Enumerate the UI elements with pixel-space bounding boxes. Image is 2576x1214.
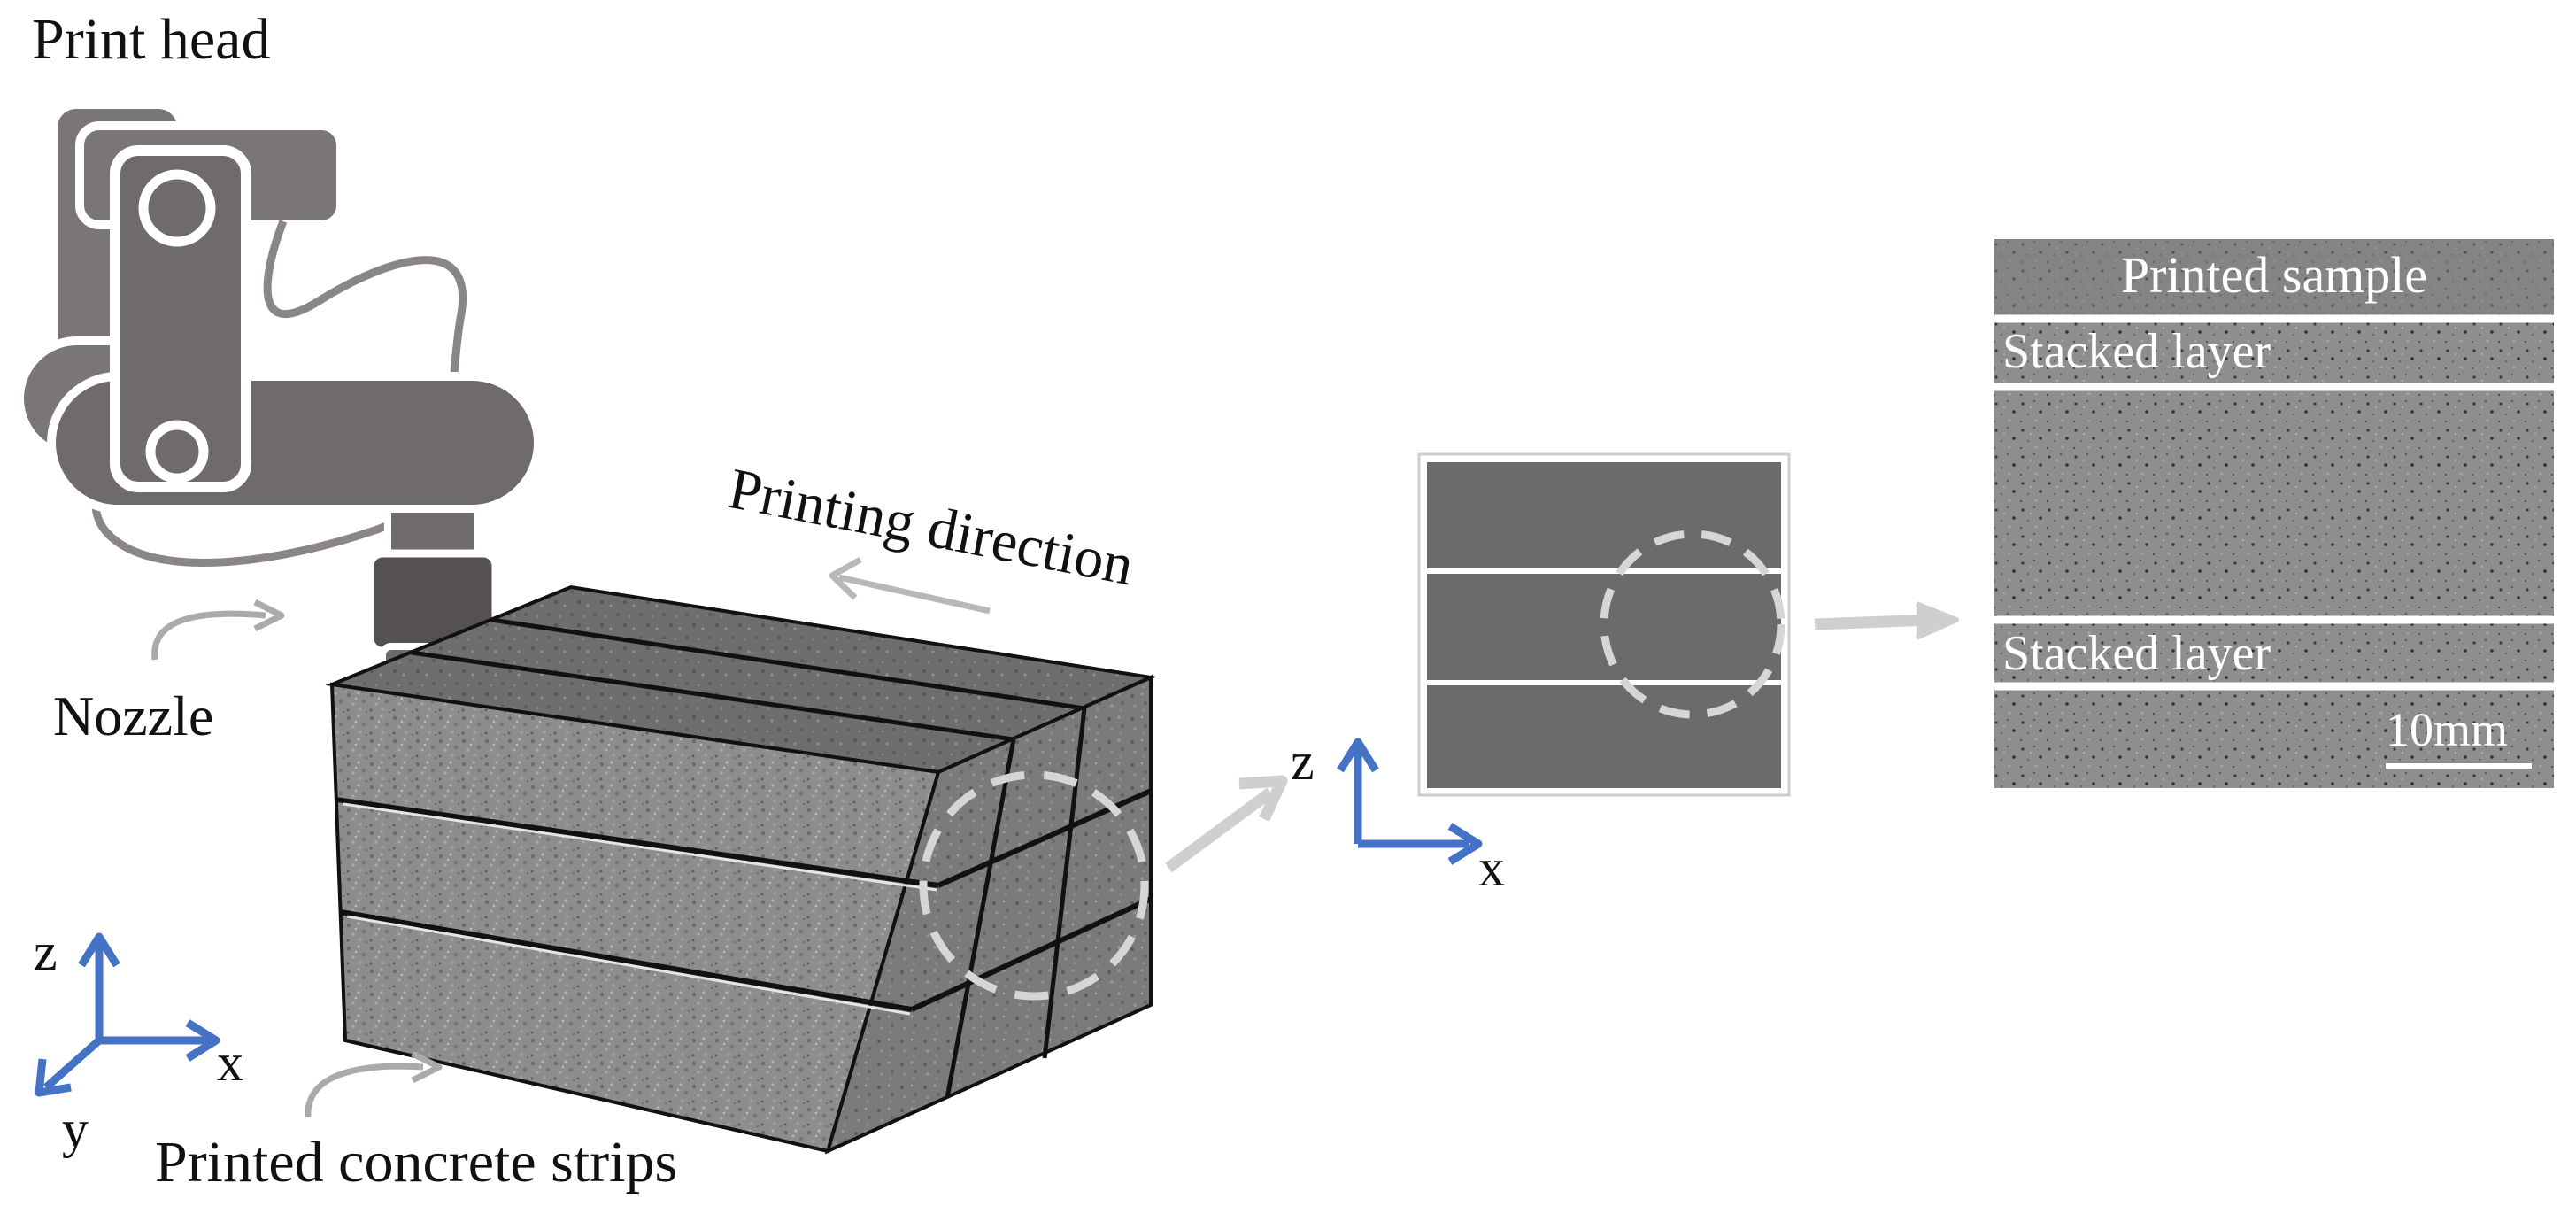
printing-direction-label: Printing direction	[723, 456, 1138, 598]
block-to-section-arrow	[1165, 775, 1288, 873]
stacked-layer-bottom-label: Stacked layer	[2002, 626, 2271, 681]
axis-2d-x-label: x	[1478, 839, 1505, 897]
axis-3d-y-label: y	[62, 1100, 89, 1158]
printed-sample-panel	[1994, 239, 2554, 788]
axis-2d-z-label: z	[1291, 732, 1315, 791]
section-to-sample-arrow	[1814, 601, 1959, 640]
block-section-highlight	[919, 770, 1149, 1001]
nozzle-pointer-arrow	[151, 599, 285, 661]
stacked-layer-top-label: Stacked layer	[2002, 324, 2271, 379]
concrete-block	[325, 584, 1158, 1155]
printed-sample-title: Printed sample	[2121, 246, 2427, 304]
printing-direction-arrow	[829, 556, 991, 615]
printed-strips-label: Printed concrete strips	[155, 1130, 677, 1195]
cross-section-schematic	[1417, 452, 1791, 797]
axis-3d-x-label: x	[217, 1033, 243, 1092]
scale-bar-label: 10mm	[2386, 703, 2508, 756]
axes-3d-icon	[35, 932, 220, 1097]
nozzle-label: Nozzle	[53, 684, 213, 747]
strips-pointer-arrow	[305, 1050, 443, 1118]
print-head-label: Print head	[32, 7, 270, 72]
robot-arm-icon	[15, 100, 543, 696]
axes-2d-icon	[1337, 738, 1483, 865]
axis-3d-z-label: z	[34, 923, 58, 981]
